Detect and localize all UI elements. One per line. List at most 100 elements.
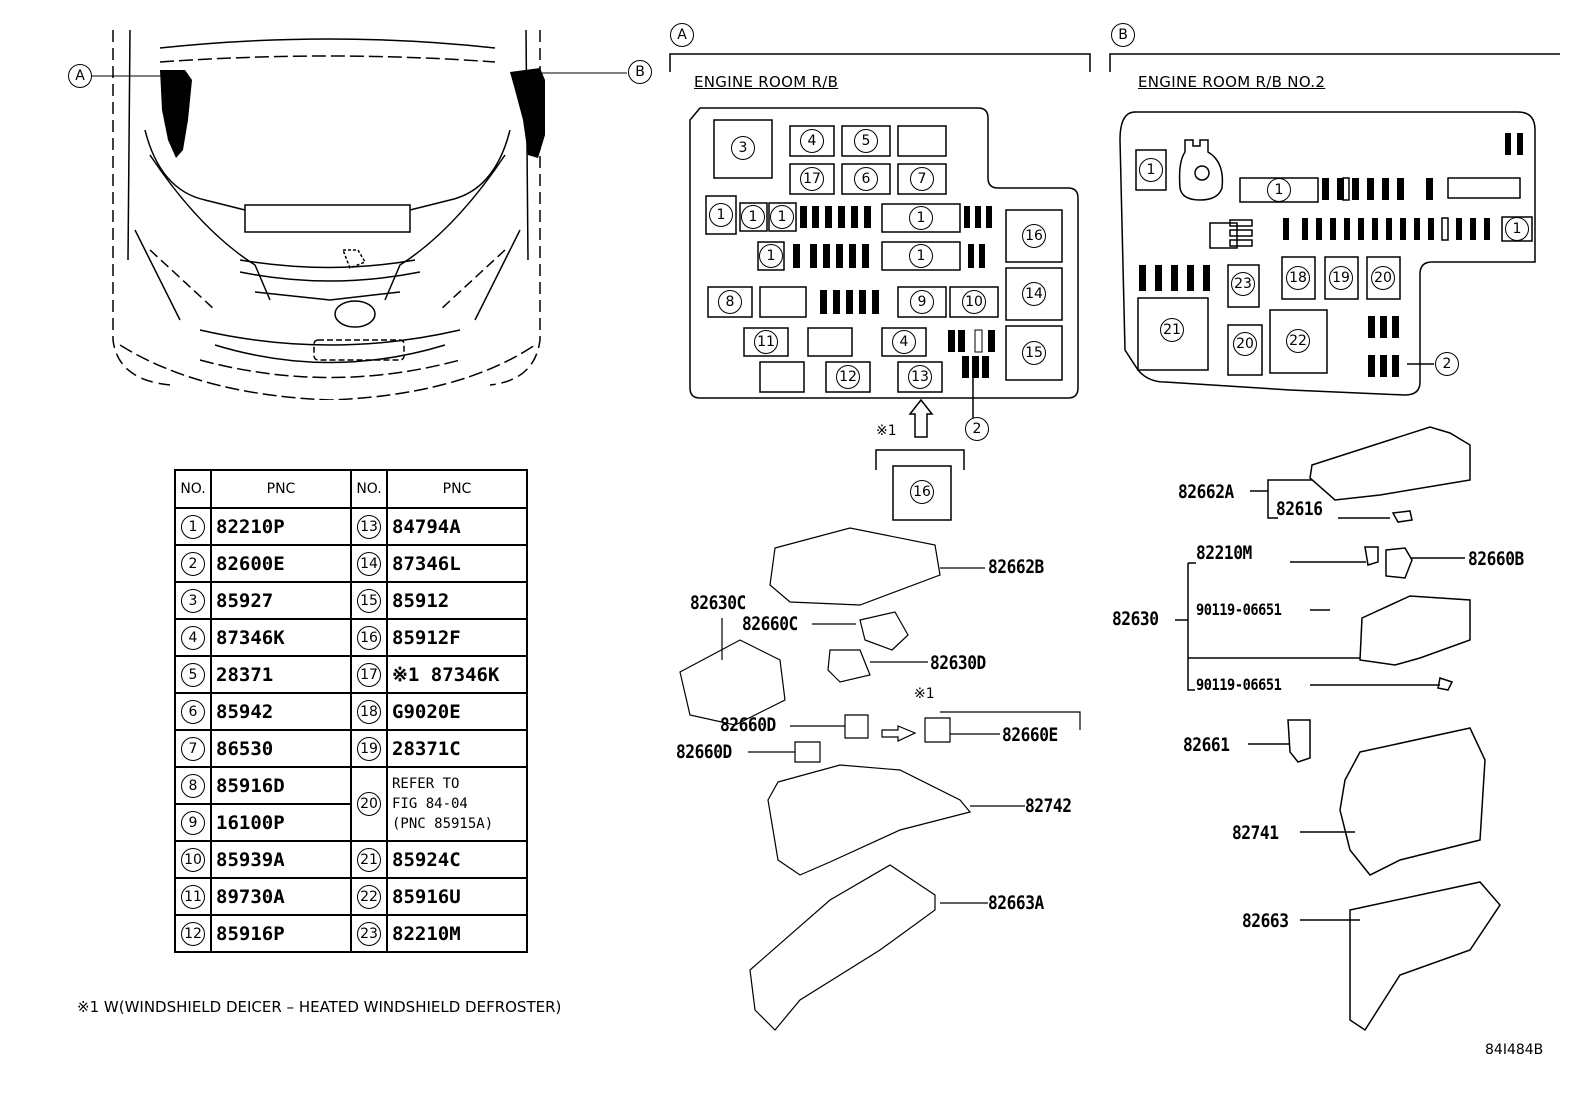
- fuse-label: 9: [910, 290, 934, 314]
- cover-82662b: [769, 527, 941, 606]
- fuse-label: 1: [1139, 158, 1163, 182]
- row-number: 20: [357, 792, 381, 816]
- pnc-value: 16100P: [210, 803, 352, 842]
- fuse-label: 20: [1233, 332, 1257, 356]
- fuse-label: 13: [908, 365, 932, 389]
- pnc-value: 28371C: [386, 729, 528, 768]
- fuse-label: 1: [1505, 217, 1529, 241]
- fuse-label: 12: [836, 365, 860, 389]
- row-number: 5: [181, 662, 205, 687]
- refer-line: (PNC 85915A): [392, 816, 494, 832]
- option-box-label: 16: [910, 480, 934, 504]
- fuse-label: 1: [1267, 178, 1291, 202]
- fuse-label: 7: [910, 167, 934, 191]
- table-row: 5 28371 17 ※1 87346K: [174, 655, 528, 694]
- option-mark: ※1: [876, 423, 897, 439]
- leader-callout-2: 2: [1435, 352, 1459, 376]
- part-number: 82662A: [1178, 481, 1234, 503]
- fuse-label: 5: [854, 129, 878, 153]
- fuse-label: 14: [1022, 282, 1046, 306]
- table-row: 10 85939A 21 85924C: [174, 840, 528, 879]
- row-number: 11: [181, 884, 205, 909]
- row-number: 4: [181, 625, 205, 650]
- pnc-value: G9020E: [386, 692, 528, 731]
- fuse-label: 20: [1371, 266, 1395, 290]
- table-row: 4 87346K 16 85912F: [174, 618, 528, 657]
- housing-82742: [767, 764, 972, 876]
- table-row: 6 85942 18 G9020E: [174, 692, 528, 731]
- row-number: 3: [181, 588, 205, 613]
- table-row: 8 85916D 20 REFER TO FIG 84-04 (PNC 8591…: [174, 766, 528, 842]
- part-number: 82630C: [690, 592, 746, 614]
- pnc-refer-note: REFER TO FIG 84-04 (PNC 85915A): [386, 766, 528, 842]
- header-no: NO.: [174, 469, 212, 509]
- pnc-value: 84794A: [386, 507, 528, 546]
- refer-line: REFER TO: [392, 776, 460, 792]
- vehicle-outline-drawing: [92, 29, 627, 400]
- pnc-value: 82600E: [210, 544, 352, 583]
- row-number: 16: [357, 625, 381, 650]
- fuse-label: 23: [1231, 272, 1255, 296]
- pnc-value: 28371: [210, 655, 352, 694]
- fuse-blades-a: [793, 206, 995, 378]
- part-number: 90119-06651: [1196, 675, 1282, 694]
- pnc-value: 85927: [210, 581, 352, 620]
- housing-82741: [1339, 727, 1486, 876]
- fuse-label: 1: [770, 205, 794, 229]
- part-number: 82660B: [1468, 548, 1524, 570]
- fuse-label: 8: [718, 290, 742, 314]
- table-row: 3 85927 15 85912: [174, 581, 528, 620]
- fuse-label: 1: [759, 244, 783, 268]
- table-row: 12 85916P 23 82210M: [174, 914, 528, 953]
- fuse-label: 1: [741, 205, 765, 229]
- part-number: 82662B: [988, 556, 1044, 578]
- lower-cover-82663a: [749, 864, 936, 1031]
- option-mark-2: ※1: [914, 686, 935, 702]
- pnc-value: 85916U: [386, 877, 528, 916]
- part-number: 82663A: [988, 892, 1044, 914]
- pnc-value: 85916D: [210, 766, 352, 805]
- part-number: 82630: [1112, 608, 1159, 630]
- lower-cover-82663: [1349, 881, 1501, 1032]
- row-number: 14: [357, 551, 381, 576]
- footnote: ※1 W(WINDSHIELD DEICER – HEATED WINDSHIE…: [77, 998, 562, 1016]
- pnc-table: NO. PNC NO. PNC 1 82210P 13 84794A 2 826…: [174, 469, 528, 953]
- header-no-2: NO.: [350, 469, 388, 509]
- table-header-row: NO. PNC NO. PNC: [174, 469, 528, 509]
- fuse-label: 1: [909, 244, 933, 268]
- section-b-marker: B: [1111, 23, 1135, 47]
- section-a-marker: A: [670, 23, 694, 47]
- part-number: 82660D: [676, 741, 732, 763]
- fuse-label: 3: [731, 136, 755, 160]
- section-a-title: ENGINE ROOM R/B: [694, 73, 839, 91]
- pnc-value: 85924C: [386, 840, 528, 879]
- row-number: 10: [181, 847, 205, 872]
- row-number: 1: [181, 514, 205, 539]
- row-number: 13: [357, 514, 381, 539]
- refer-line: FIG 84-04: [392, 796, 468, 812]
- fuse-label: 21: [1160, 318, 1184, 342]
- fuse-blades-b: [1139, 133, 1523, 377]
- table-row: 7 86530 19 28371C: [174, 729, 528, 768]
- fuse-label: 4: [892, 330, 916, 354]
- header-pnc-2: PNC: [386, 469, 528, 509]
- pnc-value: ※1 87346K: [386, 655, 528, 694]
- row-number: 6: [181, 699, 205, 724]
- row-number: 15: [357, 588, 381, 613]
- pnc-value: 89730A: [210, 877, 352, 916]
- part-number: 82660C: [742, 613, 798, 635]
- figure-id: 84I484B: [1485, 1042, 1544, 1058]
- pnc-value: 85912: [386, 581, 528, 620]
- relay-block-a-location: [160, 70, 192, 158]
- row-number: 22: [357, 884, 381, 909]
- row-number: 18: [357, 699, 381, 724]
- fuse-label: 6: [854, 167, 878, 191]
- pnc-value: 82210P: [210, 507, 352, 546]
- fuse-label: 10: [962, 290, 986, 314]
- pnc-value: 86530: [210, 729, 352, 768]
- pnc-value: 87346L: [386, 544, 528, 583]
- leader-callout-2: 2: [965, 417, 989, 441]
- pnc-value: 87346K: [210, 618, 352, 657]
- callout-b: B: [628, 60, 652, 84]
- part-number: 82663: [1242, 910, 1289, 932]
